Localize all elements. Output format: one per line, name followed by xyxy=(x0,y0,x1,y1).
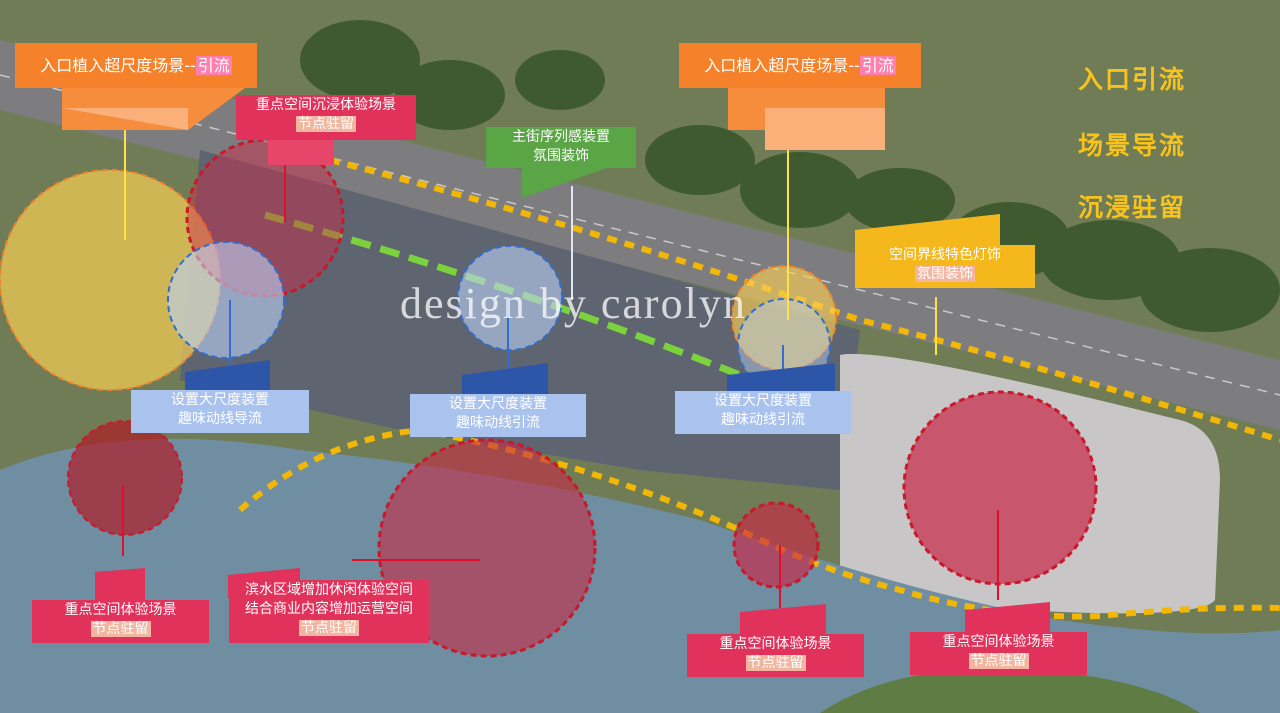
label-main-street-line2: 氛围装饰 xyxy=(533,148,589,164)
label-boundary-light: 空间界线特色灯饰 氛围装饰 xyxy=(855,245,1035,288)
road-centerline xyxy=(0,74,1280,396)
waterfront-zone-circle xyxy=(377,438,597,658)
label-waterfront-line1: 滨水区域增加休闲体验空间 xyxy=(245,582,413,598)
label-entrance-right: 入口植入超尺度场景--引流 xyxy=(679,43,921,88)
label-exp-left: 重点空间体验场景 节点驻留 xyxy=(32,600,209,643)
label-waterfront-line2: 结合商业内容增加运营空间 xyxy=(245,601,413,617)
watermark: design by carolyn xyxy=(400,279,747,328)
label-device-mid: 设置大尺度装置 趣味动线引流 xyxy=(410,394,586,437)
label-device-left-line2: 趣味动线导流 xyxy=(178,411,262,427)
label-exp-right: 重点空间体验场景 节点驻留 xyxy=(910,632,1087,675)
label-immersive: 重点空间沉浸体验场景 节点驻留 xyxy=(236,95,416,140)
label-exp-left-line1: 重点空间体验场景 xyxy=(64,602,177,618)
island xyxy=(820,668,1200,713)
label-entrance-right-text: 入口植入超尺度场景-- xyxy=(704,56,860,75)
label-device-right: 设置大尺度装置 趣味动线引流 xyxy=(675,391,851,434)
label-waterfront: 滨水区域增加休闲体验空间 结合商业内容增加运营空间 节点驻留 xyxy=(229,580,429,643)
label-device-left-line1: 设置大尺度装置 xyxy=(171,392,269,408)
yellow-dash-boundary-bottom xyxy=(238,426,1280,620)
label-device-mid-line2: 趣味动线引流 xyxy=(456,415,540,431)
label-exp-mid: 重点空间体验场景 节点驻留 xyxy=(687,634,864,677)
label-exp-left-line2: 节点驻留 xyxy=(90,621,151,637)
label-device-right-line1: 设置大尺度装置 xyxy=(714,393,812,409)
label-boundary-light-line1: 空间界线特色灯饰 xyxy=(889,247,1001,263)
label-device-mid-line1: 设置大尺度装置 xyxy=(449,396,547,412)
yellow-dash-boundary-top xyxy=(329,157,1280,443)
experience-zone-circle-mid xyxy=(732,501,820,589)
label-exp-right-line2: 节点驻留 xyxy=(968,653,1029,669)
label-device-right-line2: 趣味动线引流 xyxy=(721,412,805,428)
label-entrance-left: 入口植入超尺度场景--引流 xyxy=(15,43,257,88)
device-zone-circle-mid xyxy=(457,245,563,351)
connector-arrows xyxy=(122,104,999,608)
label-entrance-right-highlight: 引流 xyxy=(859,56,896,75)
label-immersive-line2: 节点驻留 xyxy=(296,116,356,132)
device-zone-circle-left xyxy=(167,241,285,359)
label-main-street: 主街序列感装置 氛围装饰 xyxy=(486,127,636,168)
experience-zone-circle-left xyxy=(67,420,183,536)
label-exp-mid-line1: 重点空间体验场景 xyxy=(719,636,832,652)
side-title-scene: 场景导流 xyxy=(1078,131,1187,160)
side-title-entrance: 入口引流 xyxy=(1078,65,1187,94)
label-boundary-light-line2: 氛围装饰 xyxy=(915,266,975,282)
label-device-left: 设置大尺度装置 趣味动线导流 xyxy=(131,390,309,433)
label-main-street-line1: 主街序列感装置 xyxy=(512,129,610,145)
side-title-immersive: 沉浸驻留 xyxy=(1078,193,1187,222)
label-exp-mid-line2: 节点驻留 xyxy=(745,655,806,671)
label-immersive-line1: 重点空间沉浸体验场景 xyxy=(256,97,396,113)
experience-zone-circle-right xyxy=(902,390,1098,586)
label-entrance-left-highlight: 引流 xyxy=(195,56,232,75)
label-waterfront-line3: 节点驻留 xyxy=(299,620,359,636)
label-entrance-left-text: 入口植入超尺度场景-- xyxy=(40,56,196,75)
label-exp-right-line1: 重点空间体验场景 xyxy=(942,634,1055,650)
